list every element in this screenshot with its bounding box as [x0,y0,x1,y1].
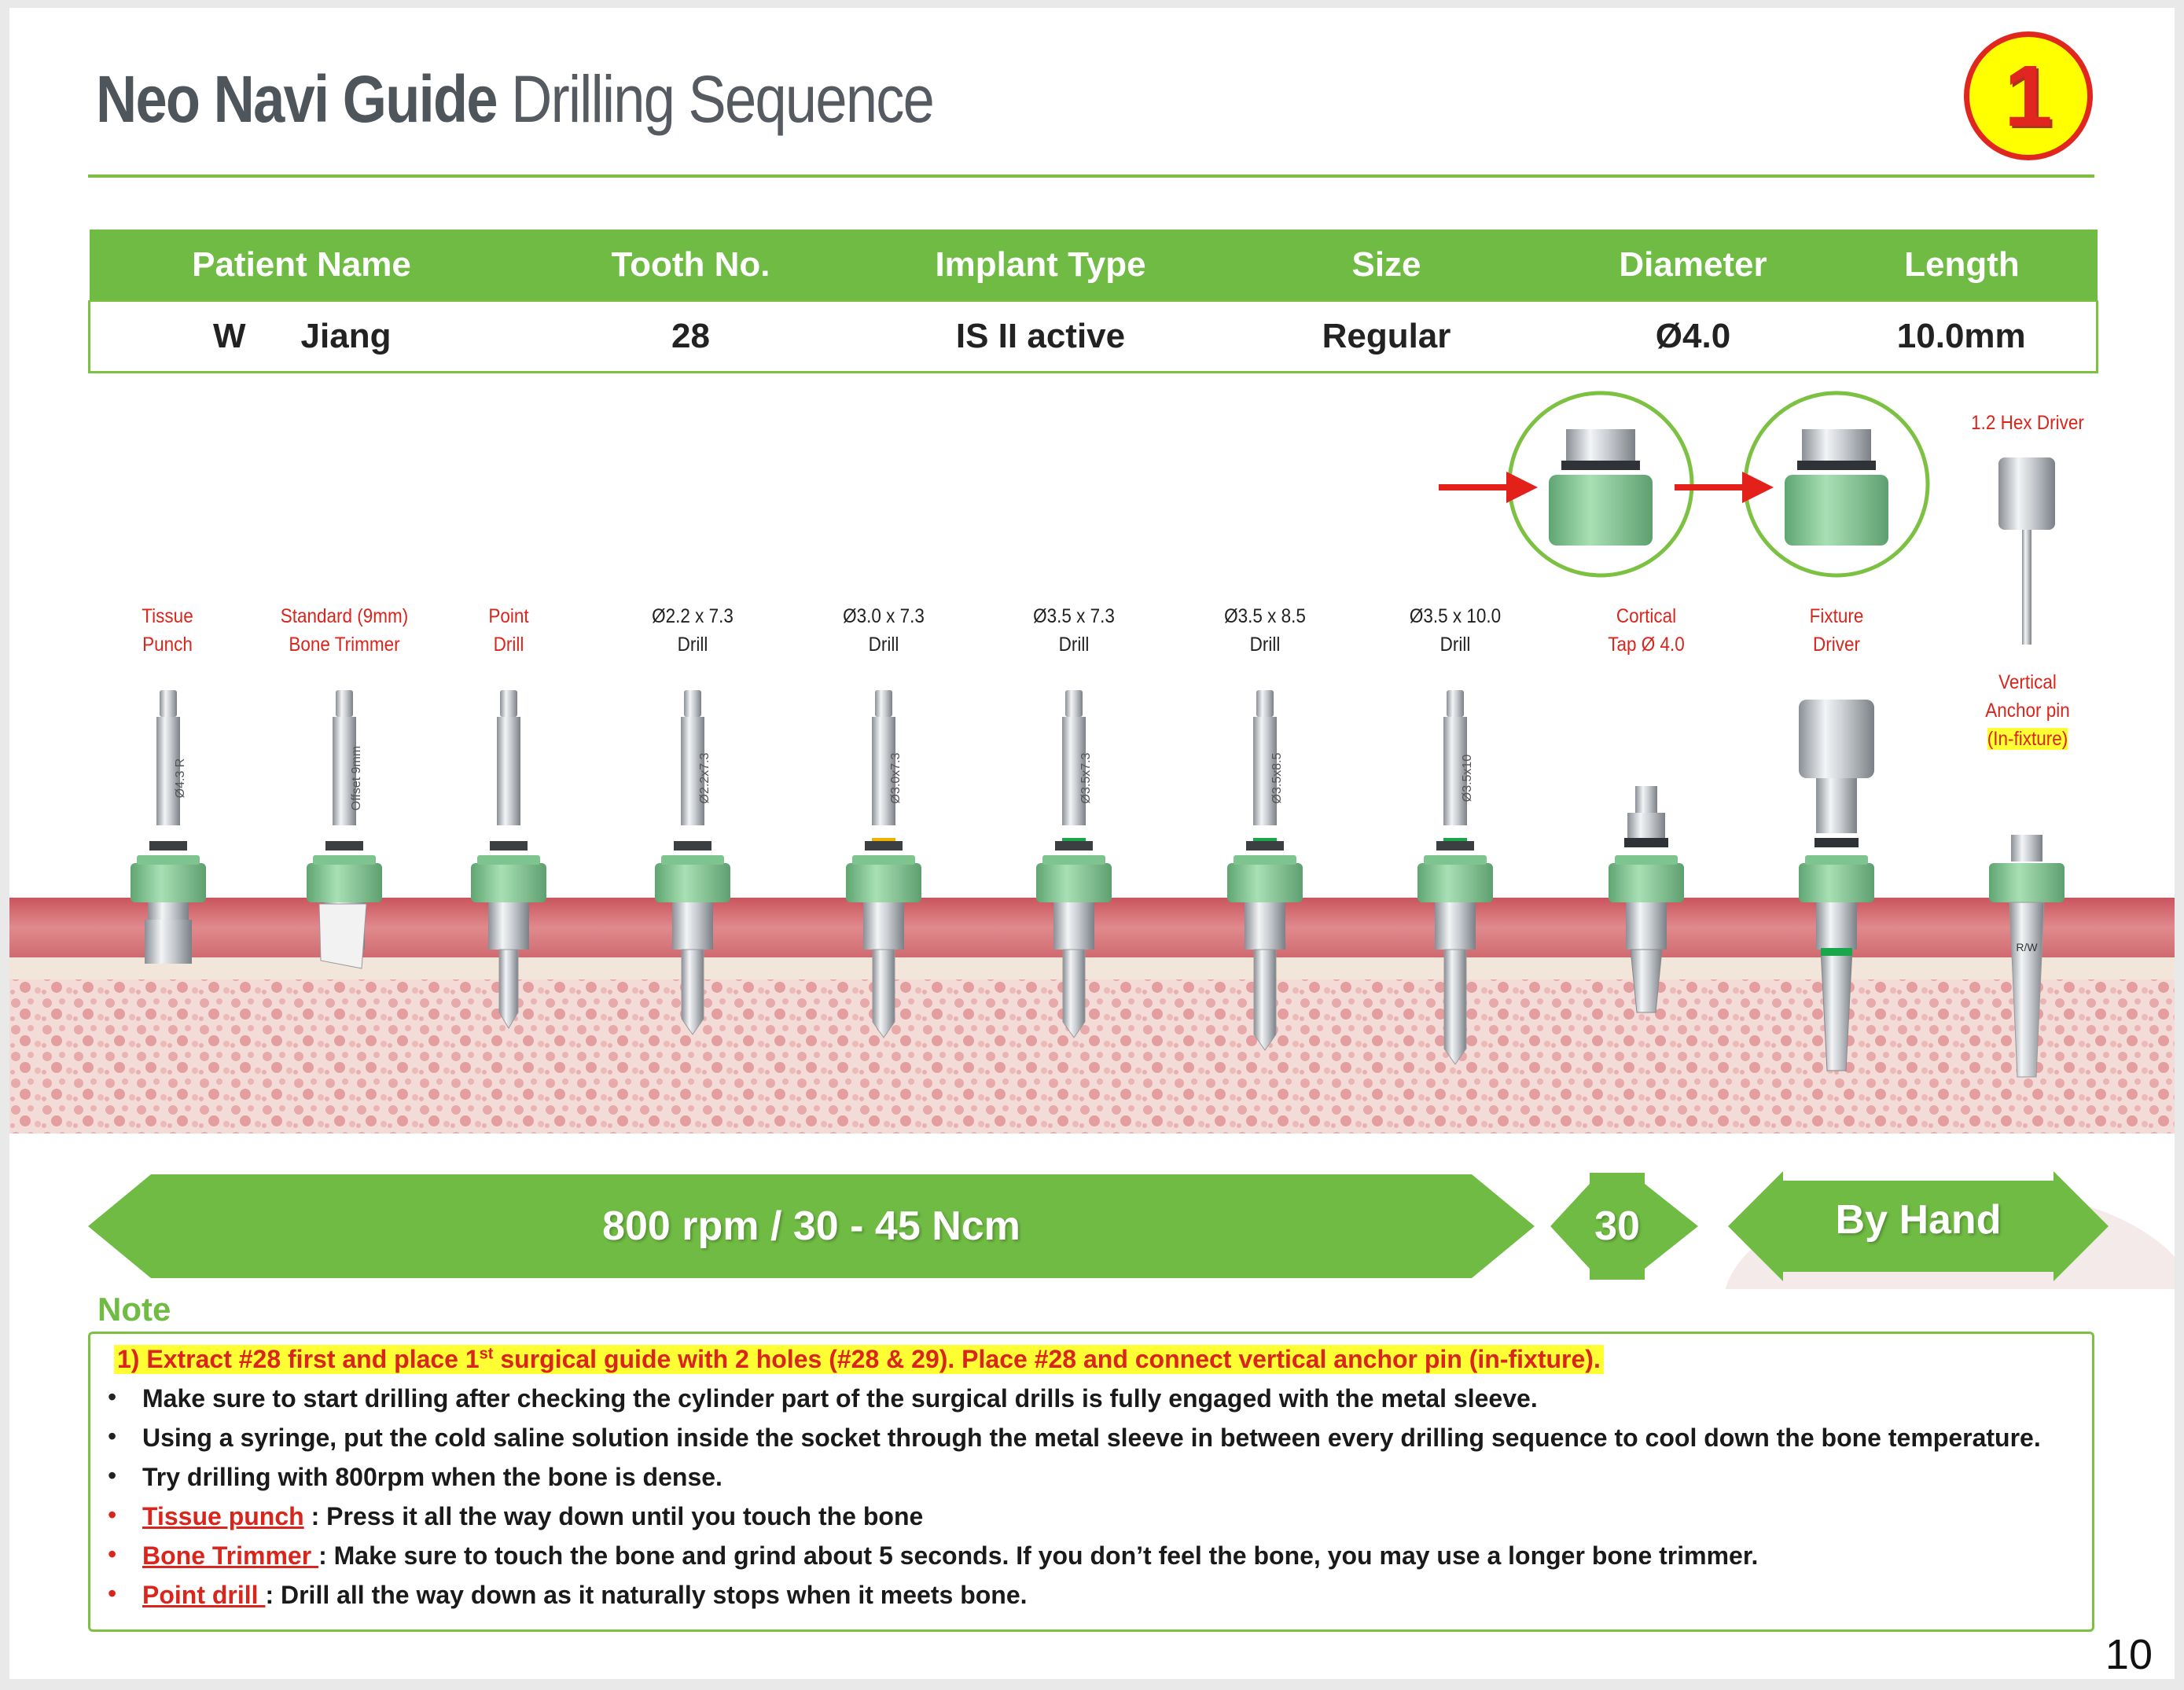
shank-marking: Ø3.5x8.5 [1270,752,1284,803]
tissue-punch-link[interactable]: Tissue punch [142,1502,304,1530]
hex-driver-tool [1998,457,2055,645]
bullet: • [108,1422,117,1450]
bone-cortical-layer [9,957,2175,979]
red-arrow-icon [1675,472,1774,503]
speed-arrows [88,1171,2175,1289]
drilling-illustration: Ø4.3 R Offset 9mm Ø2.2x7.3 Ø3.0x7.3 Ø3.5x7.3… [9,391,2175,1133]
table-header-row: Patient Name Tooth No. Implant Type Size… [89,230,2098,301]
bullet: • [108,1383,117,1411]
shank-marking: Ø2.2x7.3 [698,752,711,803]
title-bold: Neo Navi Guide [96,62,498,136]
note-line-4: Try drilling with 800rpm when the bone i… [142,1463,722,1491]
bone-trimmer-tool: Offset 9mm [307,690,382,969]
patient-info-table: Patient Name Tooth No. Implant Type Size… [88,230,2098,373]
header-size: Size [1213,230,1560,301]
bullet: • [108,1461,117,1490]
bullet: • [108,1540,117,1568]
drilling-speed-label: 800 rpm / 30 - 45 Ncm [602,1203,1020,1249]
drill-3-5x8-5-tool: Ø3.5x8.5 [1227,690,1303,1051]
drilling-speed-arrow [88,1174,1535,1278]
note-line-1: 1) Extract #28 first and place 1st surgi… [114,1345,1604,1374]
cell-size: Regular [1213,300,1560,373]
label-hex-driver: 1.2 Hex Driver [1971,412,2084,434]
table-row: W Jiang 28 IS II active Regular Ø4.0 10.0… [88,300,2098,373]
shank-marking: Ø3.5x7.3 [1079,752,1093,803]
drill-3-5x10-tool: Ø3.5x10 [1417,690,1493,1065]
hand-arrow [1728,1171,2109,1281]
patient-last: Jiang [300,317,392,355]
label-bone-trimmer: Standard (9mm)Bone Trimmer [280,605,409,656]
cell-length: 10.0mm [1826,300,2098,373]
note-box: 1) Extract #28 first and place 1st surgi… [88,1332,2094,1632]
shank-marking: Offset 9mm [350,746,363,810]
hand-label: By Hand [1835,1197,2002,1243]
header-tooth-no: Tooth No. [513,230,868,301]
bullet: • [108,1579,117,1607]
step-badge: 1 [1964,31,2093,160]
cortical-tap-tool [1609,786,1684,1013]
drill-2-2-tool: Ø2.2x7.3 [655,690,730,1035]
tissue-punch-tool: Ø4.3 R [131,690,206,964]
page-number: 10 [2105,1631,2153,1678]
cell-patient-name: W Jiang [88,300,514,373]
page-title: Neo Navi Guide Drilling Sequence [96,61,935,138]
title-divider [88,175,2094,178]
header-length: Length [1826,230,2098,301]
title-rest: Drilling Sequence [511,62,935,136]
drill-3-5x7-3-tool: Ø3.5x7.3 [1036,690,1112,1038]
cell-implant-type: IS II active [867,300,1214,373]
shank-marking: Ø3.5x10 [1461,755,1474,803]
bullet: • [108,1501,117,1529]
cell-tooth-no: 28 [513,300,868,373]
driver-zoom-circle [1675,391,1930,578]
note-line-6: Bone Trimmer : Make sure to touch the bo… [142,1541,1759,1570]
page: Neo Navi Guide Drilling Sequence 1 Patie… [9,8,2175,1679]
tap-speed-arrow [1550,1173,1698,1280]
cell-diameter: Ø4.0 [1559,300,1827,373]
header-implant-type: Implant Type [867,230,1214,301]
fixture-driver-tool [1799,700,1874,1071]
header-diameter: Diameter [1559,230,1827,301]
note-title: Note [97,1291,171,1328]
point-drill-link[interactable]: Point drill [142,1581,266,1609]
drill-3-0-tool: Ø3.0x7.3 [846,690,921,1038]
note-line-2: Make sure to start drilling after checki… [142,1384,1538,1413]
header-patient-name: Patient Name [89,230,514,301]
shank-marking: Ø3.0x7.3 [889,752,903,803]
tap-zoom-circle [1439,391,1694,578]
tap-speed-label: 30 [1594,1203,1640,1249]
point-drill-tool [471,690,546,1029]
note-line-3: Using a syringe, put the cold saline sol… [142,1424,2041,1452]
note-line-7: Point drill : Drill all the way down as … [142,1581,1028,1609]
anchor-pin-marking: R/W [2016,941,2038,953]
note-line-5: Tissue punch : Press it all the way down… [142,1502,924,1530]
shank-marking: Ø4.3 R [174,759,187,799]
patient-first: W [213,317,246,355]
red-arrow-icon [1439,472,1538,503]
anchor-pin-tool: R/W [1989,835,2065,1078]
bone-layer [9,979,2175,1133]
bone-trimmer-link[interactable]: Bone Trimmer [142,1541,319,1570]
